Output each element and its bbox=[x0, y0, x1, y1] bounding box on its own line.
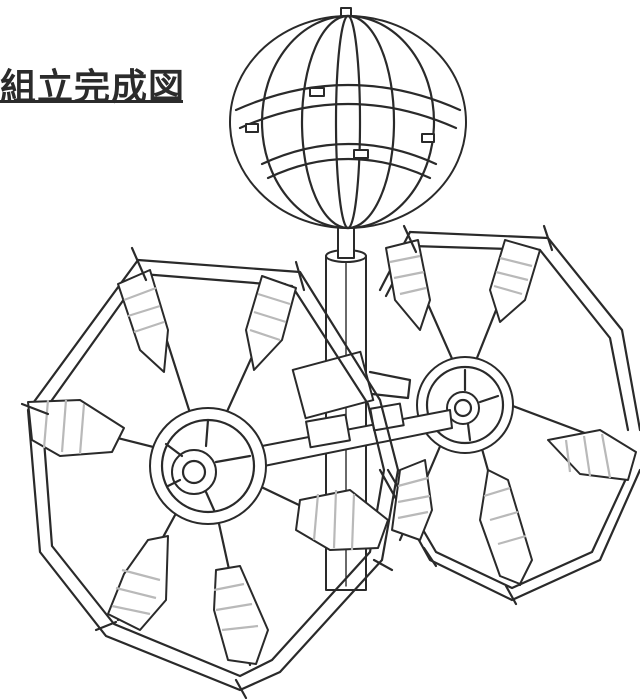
left-fletching-topright bbox=[245, 275, 297, 371]
left-fletching-left bbox=[27, 399, 125, 457]
left-fletching-bottomleft bbox=[107, 535, 169, 631]
left-fletching-bottom bbox=[213, 565, 269, 665]
right-arrow-wheel bbox=[378, 224, 640, 606]
globe-ornament bbox=[229, 7, 467, 230]
right-fletching-bottom bbox=[479, 469, 533, 585]
right-fletching-right bbox=[547, 429, 637, 481]
title-underline bbox=[0, 100, 183, 103]
left-arrow-wheel bbox=[20, 246, 400, 699]
left-fletching-top bbox=[117, 269, 169, 373]
right-fletching-topleft bbox=[385, 239, 431, 331]
left-fletching-right bbox=[295, 489, 389, 551]
right-fletching-bottomleft bbox=[391, 459, 433, 541]
axle bbox=[261, 350, 453, 467]
right-fletching-top bbox=[489, 239, 541, 323]
